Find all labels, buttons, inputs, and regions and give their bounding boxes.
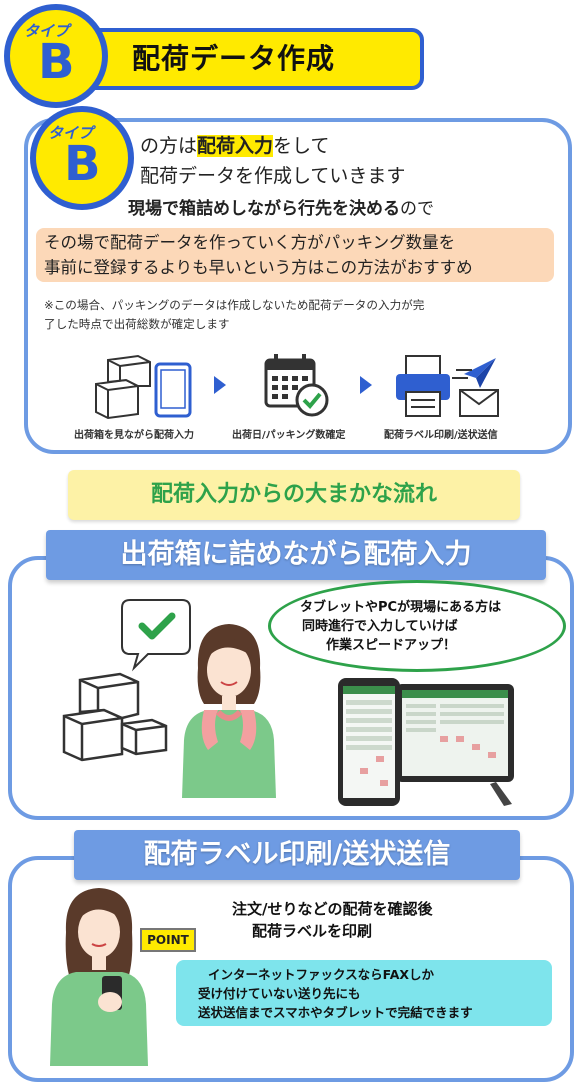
step-label-3: 配荷ラベル印刷/送状送信 [384,430,498,441]
step-label-1: 出荷箱を見ながら配荷入力 [74,430,194,441]
section-label-title: 配荷ラベル印刷/送状送信 [143,839,451,870]
printer-mail-icon [396,355,499,417]
step-label-2: 出荷日/パッキング数確定 [232,430,346,441]
type-badge [4,4,108,108]
type-b-line3: 現場で箱詰めしながら行先を決めるので [128,196,434,222]
label-line2: 配荷ラベルを印刷 [252,922,373,940]
page-title: 配荷データ作成 [132,42,336,75]
step-arrow-1 [214,376,226,394]
recommend-line2: 事前に登録するよりも早いという方はこの方法がおすすめ [44,258,473,277]
type-b-line2: 配荷データを作成していきます [140,165,406,187]
type-b-line1-post: をして [273,135,330,157]
section-label-header [74,830,520,880]
type-b-line1-highlight: 配荷入力 [197,135,274,157]
type-b-badge-tag: タイプ [48,124,94,142]
label-line1: 注文/せりなどの配荷を確認後 [232,900,433,918]
type-b-line3-bold: 現場で箱詰めしながら行先を決める [128,199,400,219]
section-packing-title: 出荷箱に詰めながら配荷入力 [120,539,472,570]
boxes-tablet-icon [95,354,192,420]
type-b-line1-pre: の方は [140,135,198,157]
tablet-screens-image [338,678,514,806]
point-line1: インターネットファックスならFAXしか [208,967,435,982]
badge-tag: タイプ [24,22,70,40]
type-b-line3-post: ので [400,199,434,219]
tip-line1: タブレットやPCが現場にある方は [300,600,502,615]
tip-bubble [268,580,566,672]
flow-title: 配荷入力からの大まかな流れ [150,482,437,507]
tip-line3: 作業スピードアップ！ [326,638,457,653]
badge-letter: B [38,34,75,90]
tip-line2: 同時進行で入力していけば [302,619,458,634]
type-b-badge [30,106,134,210]
calendar-check-icon [264,354,329,417]
point-line3: 送状送信までスマホやタブレットで完結できます [198,1005,473,1020]
section-packing-header [46,530,546,580]
step-arrow-2 [360,376,372,394]
point-line2: 受け付けていない送り先にも [198,986,361,1001]
flow-banner [68,470,520,520]
point-box [176,960,552,1026]
shipping-boxes-icon [62,672,168,762]
type-b-line1: の方は配荷入力をして [140,132,329,160]
point-tag: POINT [140,928,196,952]
type-b-badge-letter: B [64,136,101,192]
note-line2: 了した時点で出荷総数が確定します [44,317,230,331]
note-line1: ※この場合、パッキングのデータは作成しないため配荷データの入力が完 [44,298,425,312]
check-bubble-icon [121,599,191,672]
recommend-box [36,228,554,282]
worker-woman-illustration [182,624,276,798]
recommend-line1: その場で配荷データを作っていく方がパッキング数量を [44,233,456,252]
phone-woman-illustration [50,888,148,1066]
